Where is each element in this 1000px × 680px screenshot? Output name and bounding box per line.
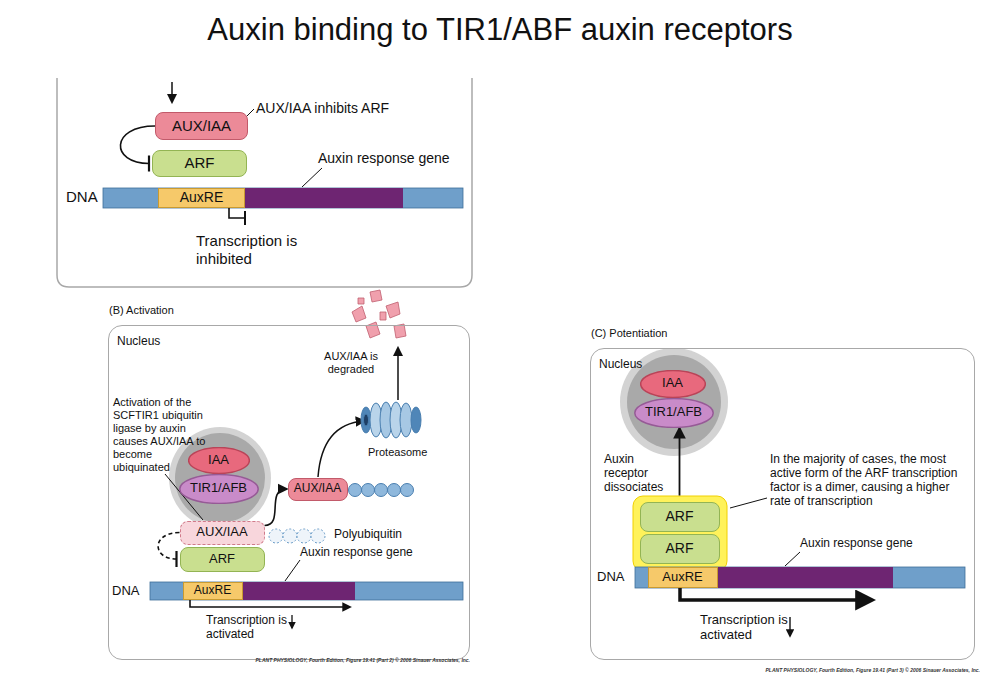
direction-arrow [789,617,790,636]
panel-frame [57,78,472,287]
arf-factor: ARF [152,150,247,177]
callout-text: AUX/IAA inhibits ARF [256,100,446,117]
credit-note: PLANT PHYSIOLOGY, Fourth Edition, Figure… [170,658,470,664]
gene-segment [243,582,355,600]
degradation-arrow [318,421,364,477]
gene-segment [245,188,403,208]
node-label: AuxRE [662,570,702,584]
outcome-text: Transcription is activated [700,612,788,643]
degradation-arrow [397,348,399,400]
note-text: In the majority of cases, the most activ… [770,452,972,509]
diagram-title: Auxin binding to TIR1/ABF auxin receptor… [0,12,1000,48]
part-label: Proteasome [368,446,440,459]
node-label: ARF [666,541,694,556]
node-label: AuxRE [194,584,231,597]
outcome-text: Transcription is activated [206,613,288,641]
inhibition-connector [158,533,179,568]
dna-label: DNA [597,569,633,584]
panel-heading: (B) Activation [109,304,174,316]
node-label: ARF [209,552,235,566]
auxre-element: AuxRE [648,567,718,588]
auxre-element: AuxRE [183,582,243,600]
signal-arrow [171,82,173,102]
ellipse-shape [640,370,705,397]
polyubiquitin-chain [269,529,325,543]
node-label: AUX/IAA [196,525,247,539]
tir1-receptor: TIR1/AFB [634,398,714,428]
ellipse-shape [634,398,712,427]
dna-label: DNA [112,583,148,598]
auxre-element: AuxRE [158,188,245,208]
ellipse-shape [179,474,257,503]
auxiaa-repressor: AUX/IAA [288,478,348,501]
dimer-glow [633,496,727,571]
node-label: IAA [208,453,229,467]
inhibition-bar [175,551,177,567]
inhibition-bar [148,156,150,172]
tir1-receptor: TIR1/AFB [179,474,259,504]
peptide-fragments [352,290,406,338]
arf-factor: ARF [640,534,720,564]
inhibition-bar [244,211,246,225]
inhibition-connector [120,126,155,172]
callout-text: Activation of the SCFTIR1 ubiquitin liga… [113,396,209,474]
direction-arrow [291,615,292,628]
ubiquitin-chain [349,484,414,497]
dna-label: DNA [66,188,100,206]
arf-factor: ARF [180,547,265,572]
node-label: AUX/IAA [294,482,341,495]
gene-label: Auxin response gene [800,536,950,550]
leader-line [285,560,300,581]
callout-text: Auxin receptor dissociates [604,452,676,494]
node-label: TIR1/AFB [645,405,702,419]
ellipse-shape [188,447,249,473]
dna-strand [103,188,463,208]
panel-heading: (C) Potentiation [591,327,667,339]
transcription-arrow [190,600,350,607]
leader-line [302,168,322,187]
dna-strand [150,582,463,600]
dna-strand [635,567,965,588]
connector-line [679,429,681,496]
proteasome [361,402,421,438]
outcome-text: Transcription is inhibited [196,232,306,267]
part-label: Polyubiquitin [334,527,424,541]
arrow-connector [265,489,287,526]
inhibition-line [229,208,244,218]
transcription-arrow [680,588,872,600]
gene-label: Auxin response gene [318,150,468,167]
node-label: AuxRE [180,190,224,205]
leader-line [785,552,800,566]
connector-line [265,489,287,526]
auxiaa-repressor: AUX/IAA [155,112,248,140]
activation-panel: (B) ActivationNucleusIAATIR1/AFBAUX/IAAA… [108,325,470,660]
gene-segment [718,567,893,588]
arf-factor: ARF [640,502,720,532]
region-label: Nucleus [599,357,642,371]
arrow-connector [679,429,680,496]
node-label: ARF [666,509,694,524]
callout-text: AUX/IAA is degraded [313,350,389,376]
iaa-auxin: IAA [640,370,706,398]
node-label: AUX/IAA [172,118,231,135]
leader-line [730,498,767,508]
gene-label: Auxin response gene [300,545,450,559]
iaa-auxin: IAA [188,447,250,474]
node-label: TIR1/AFB [190,481,247,495]
ubiquitinated-auxiaa: AUX/IAA [180,521,265,545]
credit-note: PLANT PHYSIOLOGY, Fourth Edition, Figure… [670,668,980,674]
region-label: Nucleus [117,334,160,348]
node-label: IAA [662,376,683,390]
node-label: ARF [185,155,215,172]
